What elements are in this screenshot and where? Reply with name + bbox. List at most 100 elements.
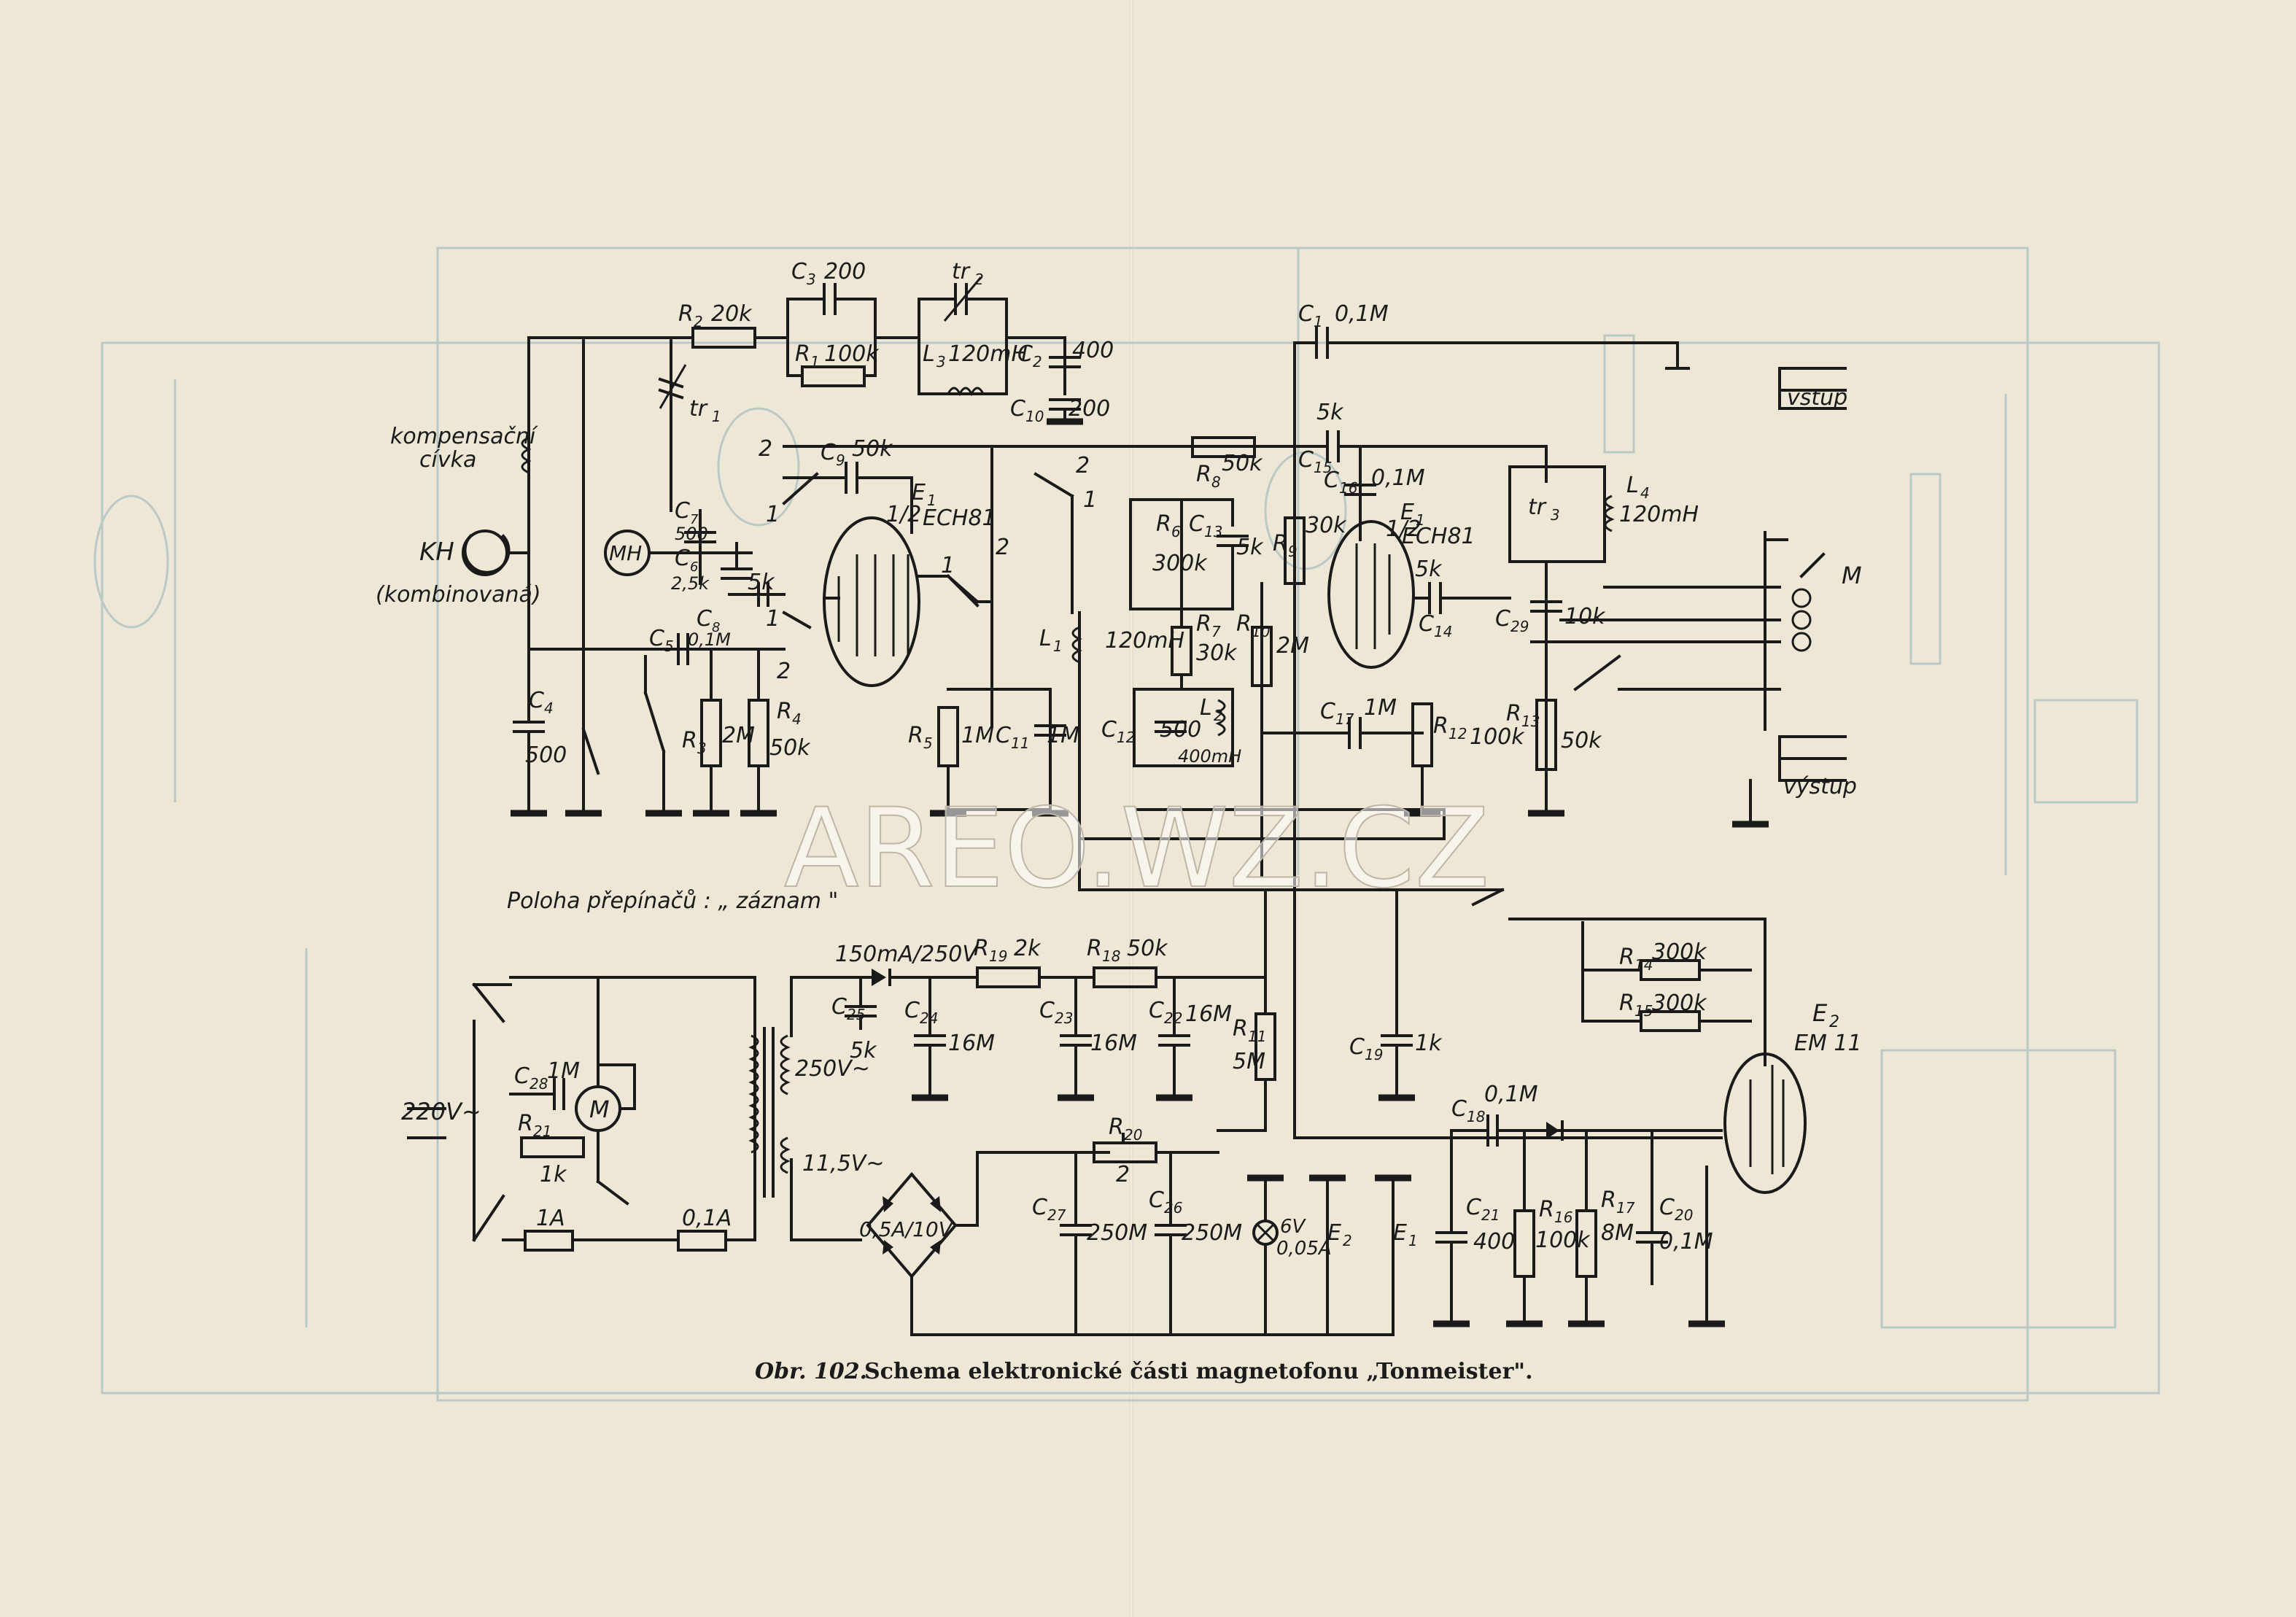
label-c15-sub: 15 [1314, 459, 1332, 476]
label-c28: C [514, 1063, 530, 1089]
label-r2-value: 20k [711, 301, 753, 327]
label-c22-sub: 22 [1164, 1009, 1182, 1027]
label-c9: C [821, 440, 836, 465]
label-e1b-tube: ECH81 [1402, 524, 1475, 549]
label-r21: R [518, 1111, 533, 1136]
bleed-through [93, 247, 2160, 1402]
label-tr3: tr [1528, 495, 1547, 520]
label-l2: L [1200, 695, 1212, 721]
label-r5: R [908, 723, 923, 748]
label-c21-value: 400 [1473, 1229, 1515, 1255]
label-r21-value: 1k [540, 1162, 567, 1187]
label-r14-sub: 14 [1634, 956, 1653, 974]
label-r2: R [678, 301, 694, 327]
label-c12: C [1101, 717, 1117, 742]
label-c4-value: 500 [525, 742, 567, 768]
watermark: AREO.WZ.CZ [784, 786, 1490, 912]
label-c16-value: 0,1M [1371, 465, 1425, 491]
label-c12-sub: 12 [1117, 729, 1135, 746]
label-c29: C [1495, 606, 1510, 632]
label-switch-1b: 1 [766, 606, 780, 632]
label-c18-sub: 18 [1467, 1108, 1485, 1125]
label-c28-sub: 28 [530, 1075, 548, 1093]
label-c20-sub: 20 [1675, 1206, 1693, 1224]
label-c1-value: 0,1M [1335, 301, 1389, 327]
label-r17-sub: 17 [1616, 1199, 1635, 1217]
label-r20-value: 2 [1116, 1162, 1130, 1187]
label-l4: L [1626, 473, 1639, 498]
label-c24: C [904, 998, 920, 1023]
label-l1: L [1039, 626, 1052, 651]
label-tr1: tr [689, 396, 708, 422]
page-fold [1129, 0, 1133, 1617]
label-c19: C [1349, 1034, 1365, 1060]
label-tr2-sub: 2 [974, 271, 984, 288]
label-r1-value: 100k [824, 341, 880, 367]
label-r3-value: 2M [722, 723, 755, 748]
label-r13-sub: 13 [1521, 713, 1540, 730]
label-switch-2c: 2 [996, 535, 1009, 560]
label-c23-sub: 23 [1055, 1009, 1073, 1027]
label-switch-1d: 1 [1083, 487, 1097, 513]
label-c17: C [1320, 699, 1335, 724]
label-l3: L [923, 341, 935, 367]
label-c6: C [675, 546, 690, 571]
ground-symbols-bottom [912, 1094, 1725, 1327]
label-r6: R [1156, 511, 1171, 537]
label-l2-value: 400mH [1178, 746, 1241, 767]
label-r10-value: 2M [1276, 633, 1309, 659]
label-r15: R [1619, 990, 1634, 1016]
label-r7: R [1196, 611, 1211, 637]
label-r12: R [1433, 713, 1448, 739]
label-r8-sub: 8 [1211, 473, 1221, 491]
label-e2: E [1812, 999, 1828, 1027]
label-c3: C [791, 259, 807, 284]
label-fuse-1a: 1A [536, 1206, 565, 1231]
label-r5-value: 1M [961, 723, 994, 748]
ground-symbols-top [511, 418, 1769, 828]
label-r13-value: 50k [1561, 728, 1602, 753]
label-11v: 11,5V~ [802, 1151, 884, 1176]
label-r7-value: 30k [1196, 640, 1238, 666]
caption-prefix: Obr. 102. [755, 1359, 867, 1384]
label-lamp-volt: 6V [1280, 1216, 1307, 1238]
label-c11-value: 1M [1047, 723, 1079, 748]
label-r8: R [1196, 462, 1211, 487]
label-e1a-tube: ECH81 [923, 505, 996, 531]
label-c14-value: 5k [1415, 557, 1443, 582]
label-c19-value: 1k [1415, 1031, 1443, 1056]
label-l3-sub: 3 [936, 353, 946, 371]
label-c17-sub: 17 [1335, 710, 1354, 728]
caption-text: Schema elektronické části magnetofonu „T… [864, 1359, 1533, 1384]
label-c19-sub: 19 [1365, 1046, 1383, 1063]
label-r1-sub: 1 [810, 353, 820, 371]
label-r17-value: 8M [1601, 1220, 1634, 1246]
label-r5-sub: 5 [923, 734, 933, 752]
label-c21-sub: 21 [1481, 1206, 1500, 1224]
label-c7: C [675, 498, 690, 524]
label-c14: C [1419, 611, 1434, 637]
label-l1-value: 120mH [1105, 628, 1184, 654]
label-tr2: tr [952, 259, 971, 284]
label-r3: R [682, 728, 697, 753]
label-vstup: vstup [1787, 385, 1847, 411]
label-tr1-sub: 1 [712, 408, 721, 425]
label-c3-sub: 3 [807, 271, 816, 288]
label-l3-value: 120mH [948, 341, 1028, 367]
label-r15-sub: 15 [1634, 1002, 1653, 1020]
label-r17: R [1601, 1187, 1616, 1213]
label-c22: C [1149, 998, 1164, 1023]
figure-caption: Obr. 102. Schema elektronické části magn… [755, 1359, 1533, 1384]
label-c27-sub: 27 [1047, 1206, 1066, 1224]
label-c7-value: 500 [675, 524, 708, 544]
label-r16: R [1539, 1197, 1554, 1222]
label-c12-value: 500 [1160, 717, 1201, 742]
label-r3-sub: 3 [697, 740, 707, 757]
label-c4: C [529, 688, 544, 713]
label-c8: C [697, 606, 712, 632]
label-c2-sub: 2 [1033, 353, 1042, 371]
label-c16-sub: 16 [1339, 479, 1357, 497]
label-tr3-sub: 3 [1551, 506, 1560, 524]
label-l4-value: 120mH [1619, 502, 1699, 527]
label-e2b-sub: 2 [1343, 1232, 1352, 1249]
